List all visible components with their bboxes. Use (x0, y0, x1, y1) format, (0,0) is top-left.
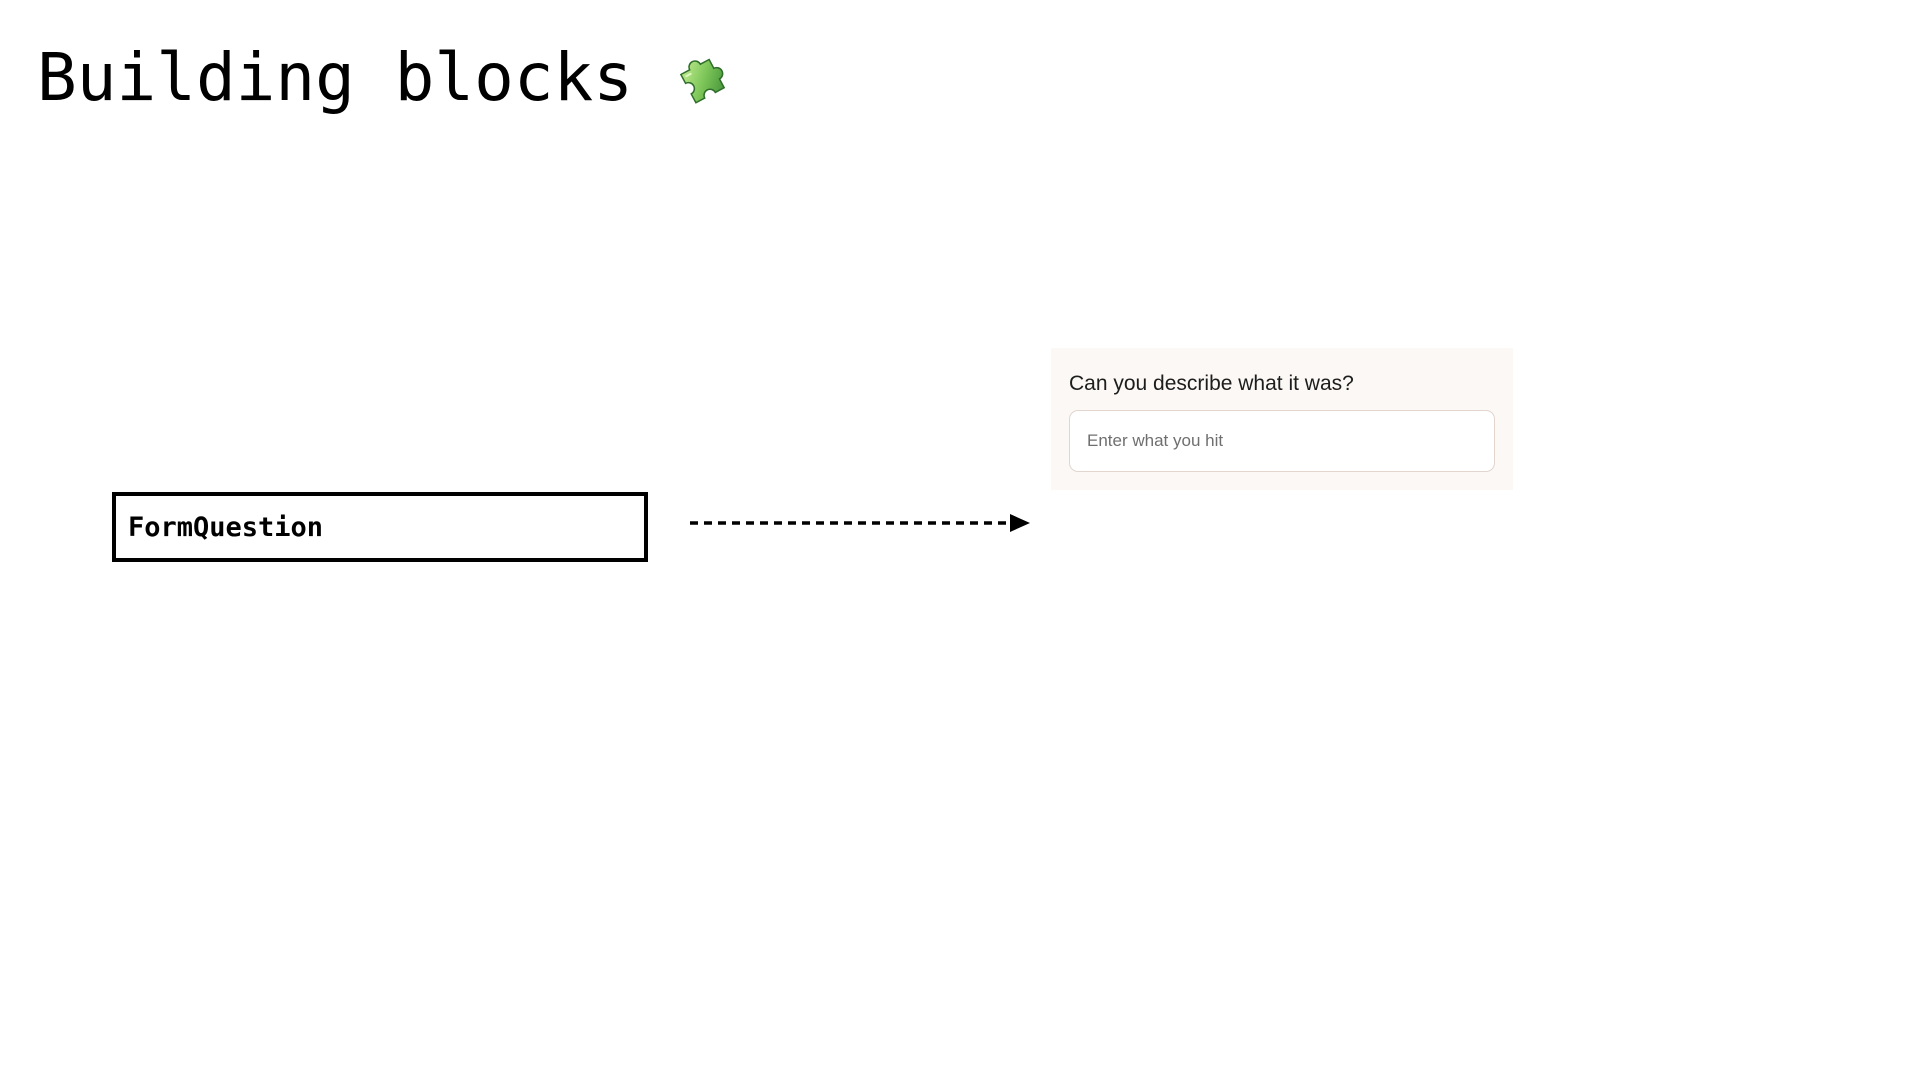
arrow-right-icon (690, 514, 1030, 532)
question-label: Can you describe what it was? (1069, 372, 1354, 395)
form-question-preview: Can you describe what it was? (1051, 348, 1513, 490)
form-question-component-box: FormQuestion (112, 492, 648, 562)
puzzle-piece-icon (667, 43, 737, 113)
slide-title-text: Building blocks (37, 39, 634, 116)
answer-input[interactable] (1069, 410, 1495, 472)
component-name: FormQuestion (128, 511, 324, 543)
slide-title: Building blocks (37, 38, 737, 118)
